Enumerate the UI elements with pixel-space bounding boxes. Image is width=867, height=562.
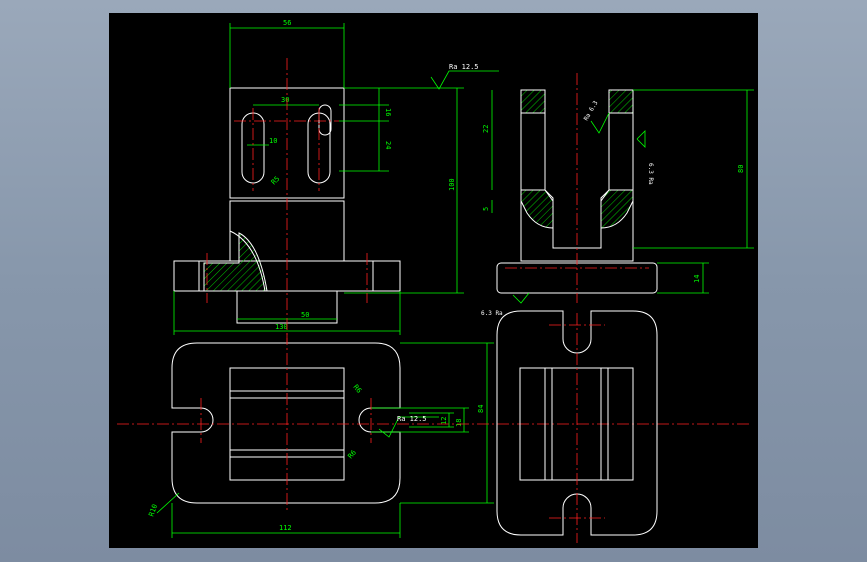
end-view xyxy=(496,310,658,536)
plan-dimensions xyxy=(156,342,494,538)
dim-plan-width: 112 xyxy=(279,524,292,532)
dim-plan-height: 84 xyxy=(477,405,485,413)
roughness-top-front-text: Ra 12.5 xyxy=(449,63,479,71)
roughness-plan: Ra 12.5 xyxy=(378,415,439,438)
dim-side-slot-height: 22 xyxy=(482,125,490,133)
plan-outline xyxy=(171,342,401,504)
side-hatch-mid-right xyxy=(600,189,634,229)
dim-front-base-slot: 50 xyxy=(301,311,309,319)
roughness-front: Ra 12.5 xyxy=(430,63,499,90)
dim-plan-corner-radius: R10 xyxy=(147,503,159,518)
roughness-side-b-text: 6.3 Ra xyxy=(647,163,654,185)
dim-front-slot-length: 24 xyxy=(384,141,392,149)
side-centerlines xyxy=(505,73,649,303)
dim-side-height: 80 xyxy=(737,165,745,173)
dim-plan-slot-radius-bottom: R6 xyxy=(346,449,358,461)
dim-front-top-width: 56 xyxy=(283,19,291,27)
end-inner-block xyxy=(519,367,634,481)
plan-centerlines xyxy=(117,333,749,513)
dim-side-step: 5 xyxy=(482,207,490,211)
plan-view xyxy=(171,342,401,504)
dim-plan-slot-inner: 12 xyxy=(440,417,448,425)
front-centerlines xyxy=(206,58,368,343)
side-hatch-mid-left xyxy=(520,189,554,229)
end-outline xyxy=(496,310,658,536)
side-dimensions xyxy=(491,89,754,294)
dim-front-slot-top: 16 xyxy=(384,108,392,116)
dim-front-base-width: 130 xyxy=(275,323,288,331)
end-centerlines xyxy=(549,313,605,543)
dim-side-base-height: 14 xyxy=(693,275,701,283)
side-web xyxy=(520,189,634,262)
dim-front-slot-spacing: 30 xyxy=(281,96,289,104)
dim-front-slot-width: 10 xyxy=(269,137,277,145)
dim-plan-slot-radius-top: R6 xyxy=(351,383,363,395)
engineering-drawing: 56 30 10 16 24 100 R5 130 50 Ra 12.5 xyxy=(117,19,754,543)
front-dimension-texts: 56 30 10 16 24 100 R5 130 50 xyxy=(269,19,456,331)
roughness-side-a-text: Ra 6.3 xyxy=(583,99,600,122)
front-dimensions xyxy=(173,23,464,335)
front-section-hatch xyxy=(203,232,268,292)
front-section-arc xyxy=(229,230,266,292)
dim-plan-slot-outer: 18 xyxy=(455,419,463,427)
side-hatch-top-left xyxy=(520,89,546,114)
side-dimension-texts: 22 5 80 14 xyxy=(482,125,745,283)
roughness-plan-text: Ra 12.5 xyxy=(397,415,427,423)
roughness-side xyxy=(512,112,646,304)
plan-dimension-texts: 112 84 18 12 R10 R6 R6 xyxy=(147,383,485,532)
drawing-canvas[interactable]: 56 30 10 16 24 100 R5 130 50 Ra 12.5 xyxy=(109,13,758,548)
dim-front-height: 100 xyxy=(448,178,456,191)
side-hatch-top-right xyxy=(608,89,634,114)
roughness-side-base-text: 6.3 Ra xyxy=(481,310,503,317)
dim-front-fillet: R5 xyxy=(270,175,282,187)
